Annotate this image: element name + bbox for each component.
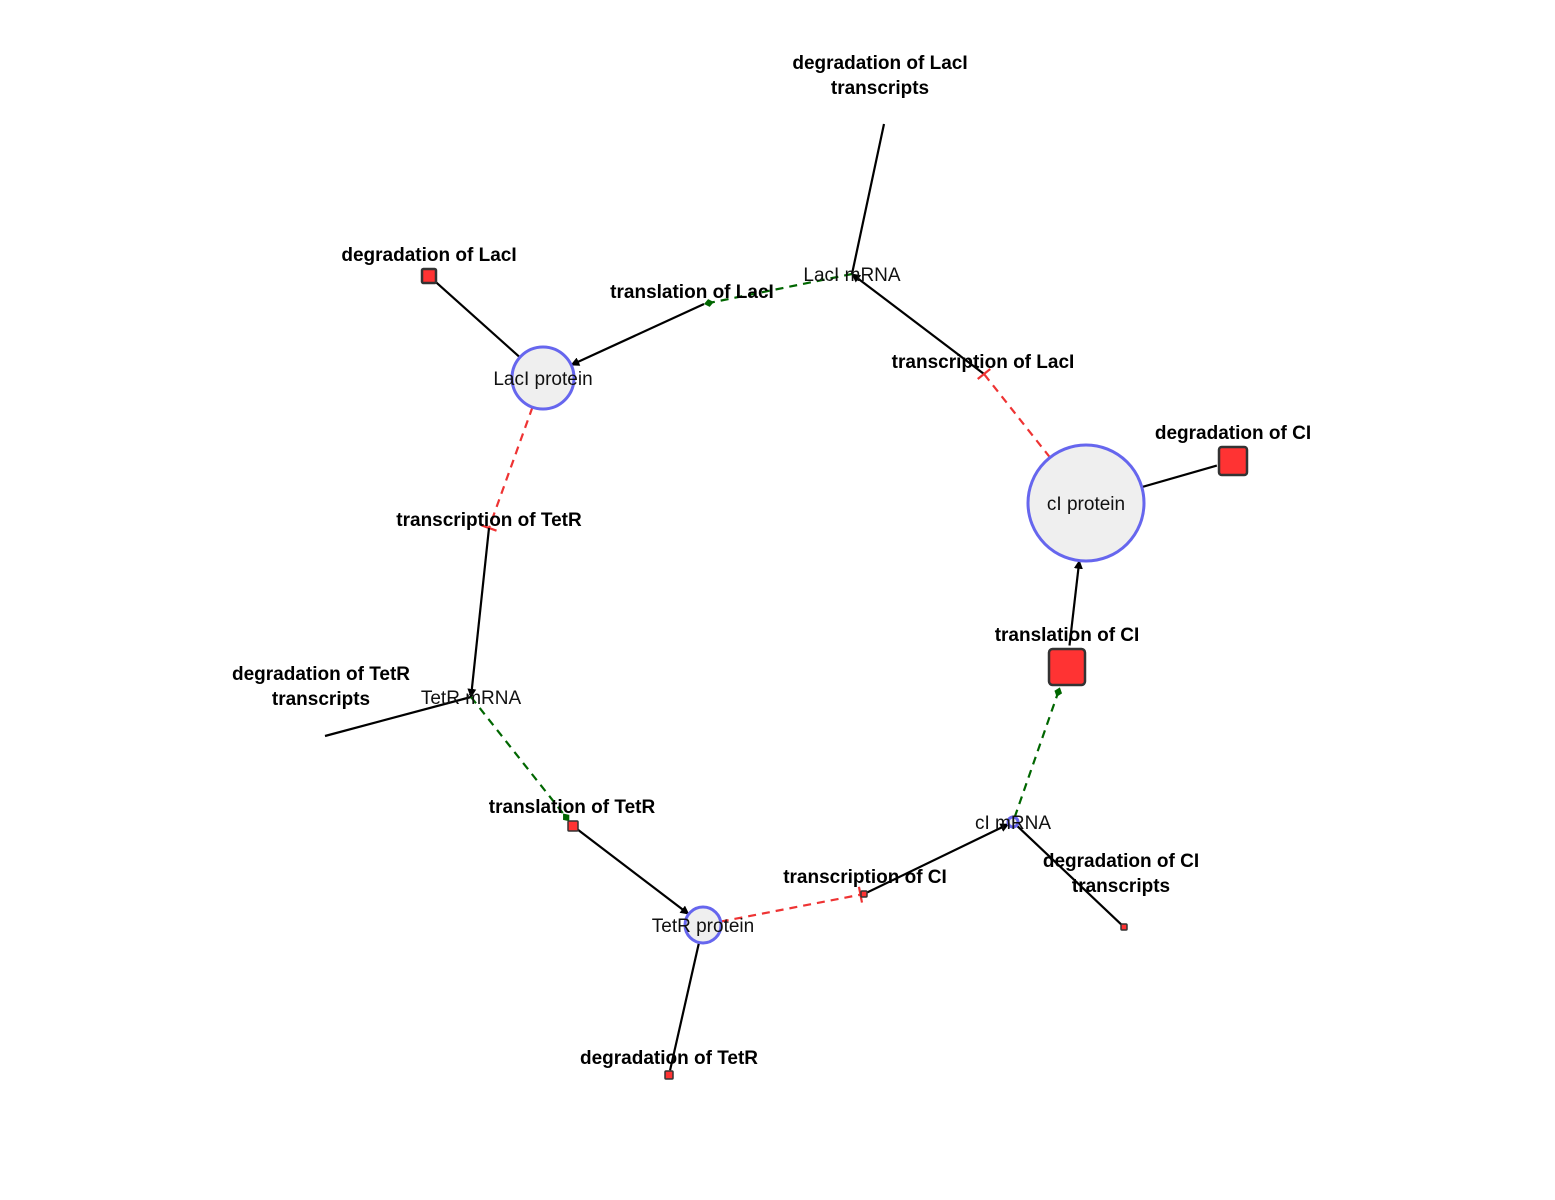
reaction-label-transl_tetr: translation of TetR: [489, 797, 656, 818]
activation-diamond: [563, 813, 570, 822]
reaction-node-deg_laci[interactable]: [420, 267, 438, 285]
activation-edge: [709, 272, 853, 304]
edge-ci_protein-to-transc_laci: [977, 368, 1051, 459]
reaction-label-line: degradation of LacI: [792, 53, 967, 74]
species-label-laci_mrna: LacI mRNA: [803, 265, 900, 286]
species-node-laci_protein[interactable]: [510, 345, 576, 411]
edge-laci_mrna-to-transl_laci: [704, 272, 853, 307]
inhibition-edge: [487, 406, 534, 529]
edge-ci_mrna-to-deg_ci_transcripts: [1015, 824, 1123, 926]
reaction-label-line: degradation of LacI: [341, 245, 516, 266]
product-edge: [577, 828, 690, 915]
edge-ci_protein-to-deg_ci: [1141, 464, 1218, 489]
reaction-label-line: transcription of LacI: [892, 352, 1075, 373]
reaction-label-deg_tetr_transcripts: degradation of TetR transcripts: [232, 664, 410, 710]
reaction-label-line: degradation of CI: [1043, 851, 1199, 872]
product-edge: [570, 303, 705, 367]
consumption-edge: [1015, 824, 1123, 926]
species-label-ci_mrna: cI mRNA: [975, 813, 1051, 834]
reaction-label-transl_ci: translation of CI: [995, 625, 1140, 646]
edge-laci_protein-to-deg_laci: [434, 280, 521, 359]
activation-edge: [470, 696, 567, 818]
reaction-label-line: transcription of CI: [783, 867, 947, 888]
labels-layer: LacI protein LacI mRNA cI protein cI mRNA Te…: [232, 53, 1311, 1069]
reaction-label-deg_ci_transcripts: degradation of CI transcripts: [1043, 851, 1199, 897]
reaction-label-line: transcripts: [1072, 876, 1170, 897]
edge-transl_ci-to-ci_protein: [1068, 559, 1083, 646]
activation-edge: [1013, 692, 1059, 818]
reaction-label-line: transcripts: [272, 689, 370, 710]
species-label-laci_protein: LacI protein: [493, 369, 592, 390]
species-node-ci_protein[interactable]: [1026, 443, 1146, 563]
species-node-ci_mrna[interactable]: [1006, 815, 1020, 829]
reaction-label-line: degradation of TetR: [232, 664, 410, 685]
edge-tetr_protein-to-deg_tetr: [668, 942, 701, 1071]
reaction-label-line: transcription of TetR: [396, 510, 582, 531]
species-label-tetr_mrna: TetR mRNA: [421, 688, 522, 709]
reaction-node-transc_ci[interactable]: [860, 890, 868, 898]
species-node-tetr_protein[interactable]: [683, 905, 723, 945]
inhibition-tee: [977, 368, 991, 380]
edge-tetr_mrna-to-transl_tetr: [470, 696, 570, 822]
reaction-label-line: translation of CI: [995, 625, 1140, 646]
species-label-ci_protein: cI protein: [1047, 494, 1125, 515]
inhibition-edge: [720, 893, 861, 923]
inhibition-edge: [983, 373, 1051, 459]
species-label-tetr_protein: TetR protein: [652, 916, 754, 937]
edge-transc_laci-to-laci_mrna: [851, 273, 985, 375]
consumption-edge: [850, 123, 886, 275]
nodes-layer: [420, 267, 1249, 1080]
reaction-label-deg_laci_transcripts: degradation of LacI transcripts: [792, 53, 967, 99]
reaction-label-line: degradation of CI: [1155, 423, 1311, 444]
edge-ci_mrna-to-transl_ci: [1013, 687, 1063, 818]
consumption-edge: [1141, 464, 1218, 489]
reaction-node-transl_ci[interactable]: [1047, 647, 1087, 687]
reaction-node-deg_ci_transcripts[interactable]: [1120, 923, 1128, 931]
edge-laci_mrna-to-deg_laci_transcripts: [850, 123, 886, 275]
edge-tetr_mrna-to-deg_tetr_transcripts: [324, 695, 472, 738]
activation-diamond: [704, 299, 714, 307]
reaction-label-transc_ci: transcription of CI: [783, 867, 947, 888]
consumption-edge: [668, 942, 701, 1071]
reaction-label-transc_tetr: transcription of TetR: [396, 510, 582, 531]
reaction-label-line: translation of TetR: [489, 797, 656, 818]
edge-transc_ci-to-ci_mrna: [866, 823, 1010, 894]
reaction-label-transl_laci: translation of LacI: [610, 282, 774, 303]
reaction-label-line: translation of LacI: [610, 282, 774, 303]
edge-transc_tetr-to-tetr_mrna: [467, 527, 491, 698]
reaction-label-deg_ci: degradation of CI: [1155, 423, 1311, 444]
edge-transl_tetr-to-tetr_protein: [577, 828, 690, 915]
product-edge: [851, 273, 985, 375]
reaction-label-line: degradation of TetR: [580, 1048, 758, 1069]
edge-transl_laci-to-laci_protein: [570, 303, 705, 367]
reaction-node-transl_tetr[interactable]: [567, 820, 579, 832]
product-edge: [1068, 559, 1083, 646]
product-edge: [866, 823, 1010, 894]
reaction-label-deg_tetr: degradation of TetR: [580, 1048, 758, 1069]
consumption-edge: [324, 695, 472, 738]
reaction-label-deg_laci: degradation of LacI: [341, 245, 516, 266]
reaction-node-deg_tetr[interactable]: [664, 1070, 674, 1080]
product-edge: [467, 527, 491, 698]
reaction-label-transc_laci: transcription of LacI: [892, 352, 1075, 373]
edges-layer: [324, 123, 1218, 1071]
activation-diamond: [1054, 687, 1063, 697]
consumption-edge: [434, 280, 521, 359]
reaction-node-deg_ci[interactable]: [1217, 445, 1249, 477]
reaction-label-line: transcripts: [831, 78, 929, 99]
